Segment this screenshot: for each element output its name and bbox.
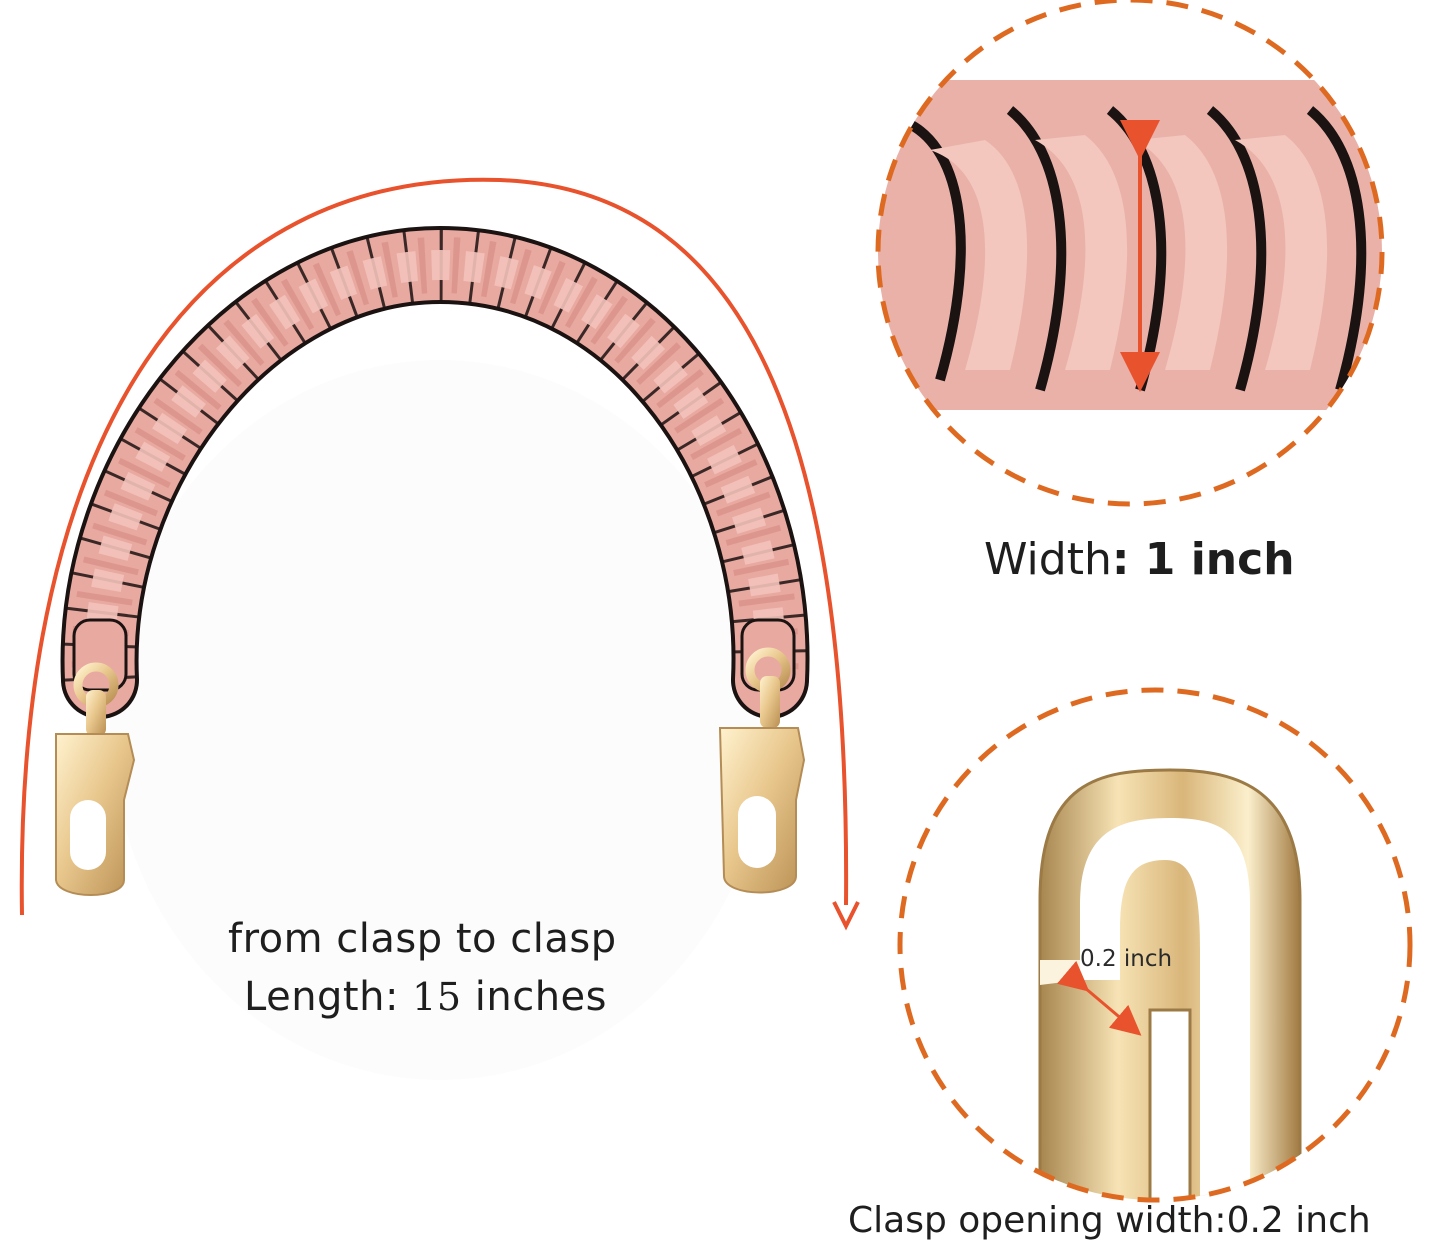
width-caption-label: Width xyxy=(984,534,1112,585)
clasp-zoom-circle xyxy=(897,687,1413,1203)
width-zoom-circle xyxy=(875,0,1385,507)
left-clasp xyxy=(55,662,136,896)
width-caption-value: 1 inch xyxy=(1144,534,1295,585)
length-caption-line1: from clasp to clasp xyxy=(228,916,617,962)
right-clasp xyxy=(718,647,806,894)
width-caption: Width: 1 inch xyxy=(984,534,1295,585)
length-caption-number: 15 xyxy=(412,975,462,1019)
clasp-detail-label: 0.2 inch xyxy=(1080,946,1173,972)
clasp-gap-double-arrow-icon xyxy=(1056,960,1142,1036)
clasp-caption: Clasp opening width:0.2 inch xyxy=(848,1200,1371,1241)
width-caption-separator: : xyxy=(1111,534,1145,585)
length-arc-arrow-icon xyxy=(19,177,860,931)
length-caption-line2: Length: 15 inches xyxy=(244,974,607,1020)
length-caption-prefix: Length: xyxy=(244,974,413,1020)
background-glow xyxy=(110,360,770,1080)
length-caption-suffix: inches xyxy=(461,974,608,1020)
braided-strap xyxy=(60,225,810,719)
